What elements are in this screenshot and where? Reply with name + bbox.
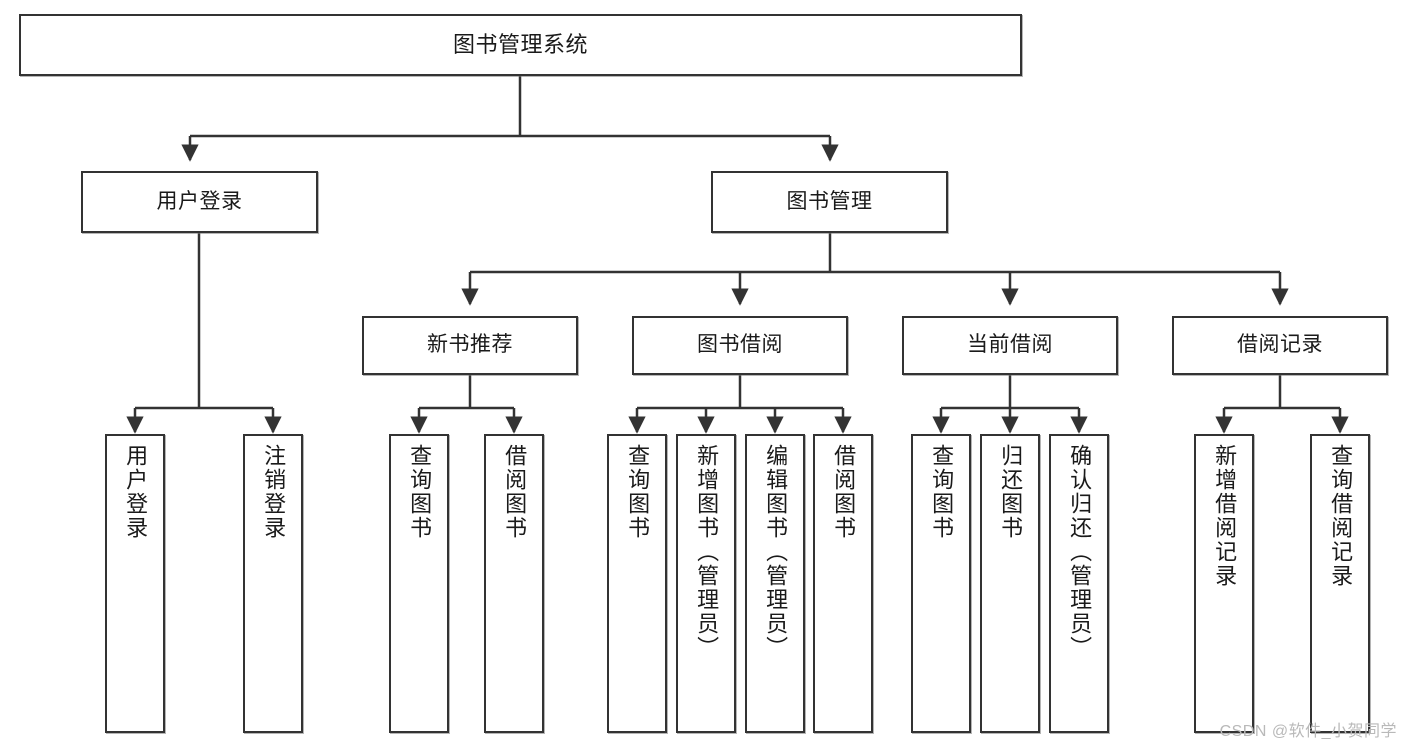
node-book-borrow[interactable]: 图书借阅: [632, 316, 848, 375]
leaf-record-add-record[interactable]: 新增借阅记录: [1194, 434, 1254, 733]
leaf-borrow-add-book-admin[interactable]: 新增图书（管理员）: [676, 434, 736, 733]
node-label: 查询图书: [625, 444, 651, 540]
node-label: 用户登录: [123, 444, 149, 540]
node-label: 编辑图书（管理员）: [763, 444, 789, 660]
node-label: 借阅图书: [502, 444, 528, 540]
node-label: 借阅记录: [1237, 333, 1323, 357]
leaf-current-confirm-return-admin[interactable]: 确认归还（管理员）: [1049, 434, 1109, 733]
leaf-recommend-borrow-book[interactable]: 借阅图书: [484, 434, 544, 733]
leaf-recommend-query-book[interactable]: 查询图书: [389, 434, 449, 733]
leaf-borrow-query-book[interactable]: 查询图书: [607, 434, 667, 733]
leaf-record-query-record[interactable]: 查询借阅记录: [1310, 434, 1370, 733]
node-user-login[interactable]: 用户登录: [81, 171, 318, 233]
node-label: 查询图书: [407, 444, 433, 540]
node-label: 新增图书（管理员）: [694, 444, 720, 660]
leaf-borrow-borrow-book[interactable]: 借阅图书: [813, 434, 873, 733]
node-label: 新增借阅记录: [1212, 444, 1238, 588]
node-label: 归还图书: [998, 444, 1024, 540]
leaf-borrow-edit-book-admin[interactable]: 编辑图书（管理员）: [745, 434, 805, 733]
leaf-current-query-book[interactable]: 查询图书: [911, 434, 971, 733]
leaf-user-login-logout[interactable]: 注销登录: [243, 434, 303, 733]
node-label: 新书推荐: [427, 333, 513, 357]
node-label: 用户登录: [156, 189, 243, 213]
leaf-current-return-book[interactable]: 归还图书: [980, 434, 1040, 733]
watermark-text: CSDN @软件_小贺同学: [1219, 723, 1397, 740]
node-label: 当前借阅: [967, 333, 1053, 357]
node-current-borrow[interactable]: 当前借阅: [902, 316, 1118, 375]
node-label: 查询借阅记录: [1328, 444, 1354, 588]
node-borrow-record[interactable]: 借阅记录: [1172, 316, 1388, 375]
node-label: 图书借阅: [697, 333, 783, 357]
node-label: 图书管理系统: [452, 32, 588, 58]
leaf-user-login-login[interactable]: 用户登录: [105, 434, 165, 733]
node-label: 确认归还（管理员）: [1067, 444, 1093, 660]
node-new-book-recommend[interactable]: 新书推荐: [362, 316, 578, 375]
node-label: 注销登录: [261, 444, 287, 540]
node-label: 图书管理: [786, 189, 873, 213]
node-label: 借阅图书: [831, 444, 857, 540]
node-book-management[interactable]: 图书管理: [711, 171, 948, 233]
node-label: 查询图书: [929, 444, 955, 540]
node-root-system[interactable]: 图书管理系统: [19, 14, 1022, 76]
